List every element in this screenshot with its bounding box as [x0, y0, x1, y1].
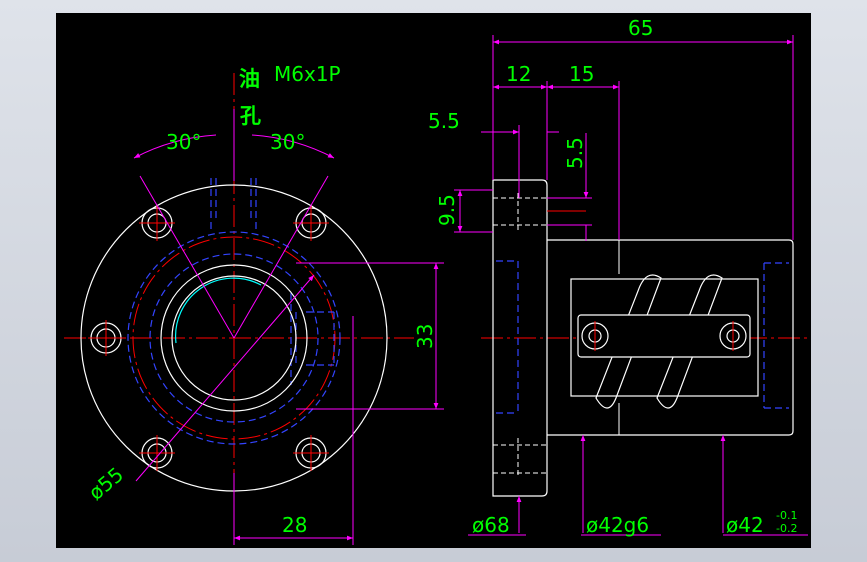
dim-5-5-v-label: 5.5: [563, 137, 587, 169]
hidden-body-lines: [127, 178, 341, 445]
ball-nut-drawing: 油 M6x1P 孔 30° 30° ø55 33 28: [64, 16, 808, 545]
dim-5-5-v-lines: [547, 133, 592, 241]
nut-outer-circle: [160, 264, 308, 412]
dim-28-lines: [233, 316, 354, 545]
bottom-diameter-leaders: [468, 435, 808, 536]
angle-dimensions: [133, 134, 335, 339]
dim-5-5-h-label: 5.5: [428, 109, 460, 133]
side-flange: [492, 179, 548, 497]
dim-5-5-h-lines: [481, 125, 559, 198]
drawing-canvas: 油 M6x1P 孔 30° 30° ø55 33 28: [56, 13, 811, 548]
return-tube-window: [570, 278, 759, 397]
dim-33-label: 33: [413, 324, 437, 349]
nut-bore-circle: [171, 275, 297, 401]
side-hole-details: [493, 193, 547, 478]
oil-hole-label-char1: 油: [239, 67, 260, 91]
side-body: [547, 239, 794, 436]
dim-12-label: 12: [506, 62, 531, 86]
side-hidden-lines: [496, 260, 789, 414]
dia-68-label: ø68: [472, 513, 510, 537]
oil-thread-label: M6x1P: [274, 62, 341, 86]
dia-42-label: ø42: [726, 513, 764, 537]
dim-33-lines: [296, 262, 444, 410]
front-center-lines: [64, 73, 414, 533]
dim-15-label: 15: [569, 62, 594, 86]
return-tubes: [595, 274, 723, 409]
side-view: 65 12 15 5.5 5.5 9.5 ø68 ø42g6 ø42 -0.1 …: [428, 16, 808, 537]
thread-arc: [174, 277, 262, 344]
oil-hole-label-char2: 孔: [240, 104, 261, 128]
dia55-leader: [135, 274, 315, 482]
dim-28-label: 28: [282, 513, 307, 537]
dim-9-5-lines: [454, 189, 493, 233]
dim-65-label: 65: [628, 16, 653, 40]
angle-right-label: 30°: [270, 130, 305, 154]
dia-42g6-label: ø42g6: [586, 513, 649, 537]
front-view: 油 M6x1P 孔 30° 30° ø55 33 28: [64, 62, 444, 545]
dim-9-5-label: 9.5: [435, 194, 459, 226]
tolerance-upper: -0.1: [776, 509, 797, 522]
tolerance-lower: -0.2: [776, 522, 797, 535]
dia55-label: ø55: [84, 462, 128, 505]
dim-65-lines: [492, 35, 794, 240]
angle-left-label: 30°: [166, 130, 201, 154]
dim-12-15-lines: [493, 81, 620, 240]
clamp-screw-centers: [594, 321, 734, 351]
bolt-hole-centers: [88, 205, 329, 471]
tube-clamp: [577, 314, 751, 358]
